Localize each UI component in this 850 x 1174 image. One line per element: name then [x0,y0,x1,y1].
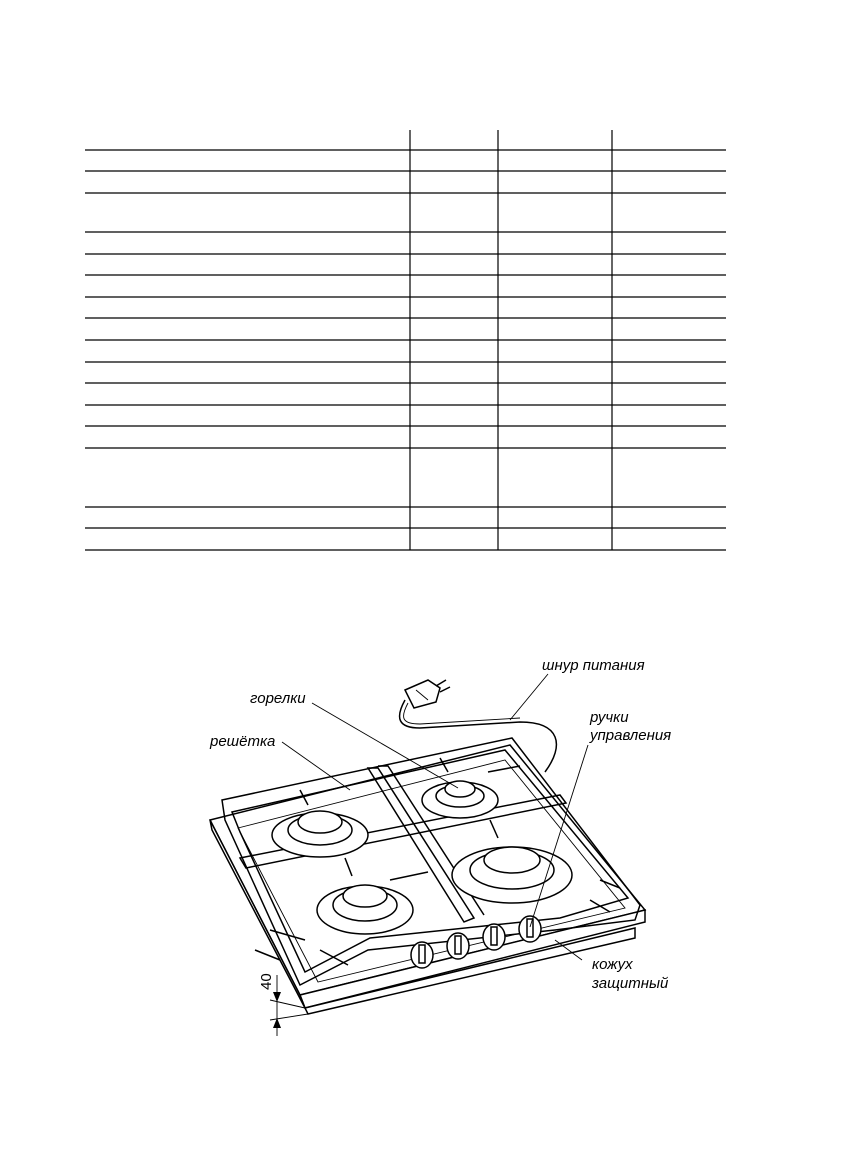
gas-hob-diagram: шнур питания горелки ручки управления ре… [208,657,671,1036]
burner-front-right-large [451,846,573,904]
leader-burners [311,702,459,789]
knob-1 [410,941,434,969]
burner-rear-right [421,780,499,819]
leader-shield [554,939,583,961]
hob-body [208,744,647,1015]
leader-lines [281,673,589,961]
knob-2 [446,932,470,960]
burner-front-left [316,884,414,935]
dimension-label-height: 40 [258,973,275,990]
label-burners: горелки [250,690,306,707]
label-shield-line1: кожух [592,956,633,973]
specification-table [85,130,726,551]
leader-control-knobs [529,744,589,928]
dimension-arrow-up-icon [273,1018,281,1028]
height-dimension: 40 [258,973,309,1036]
label-control-knobs-line2: управления [589,727,671,744]
control-knobs [410,915,542,969]
knob-3 [482,923,506,951]
power-plug-icon [403,679,451,709]
leader-grate [281,741,351,791]
label-control-knobs-line1: ручки [589,709,629,726]
leader-power-cord [509,673,549,721]
knob-4 [518,915,542,943]
label-power-cord: шнур питания [542,657,645,674]
grate [221,737,641,987]
dimension-arrow-down-icon [273,992,281,1002]
power-cord [398,679,558,773]
label-shield-line2: защитный [591,975,669,992]
label-grate: решётка [209,733,275,750]
burner-rear-left [271,810,369,858]
